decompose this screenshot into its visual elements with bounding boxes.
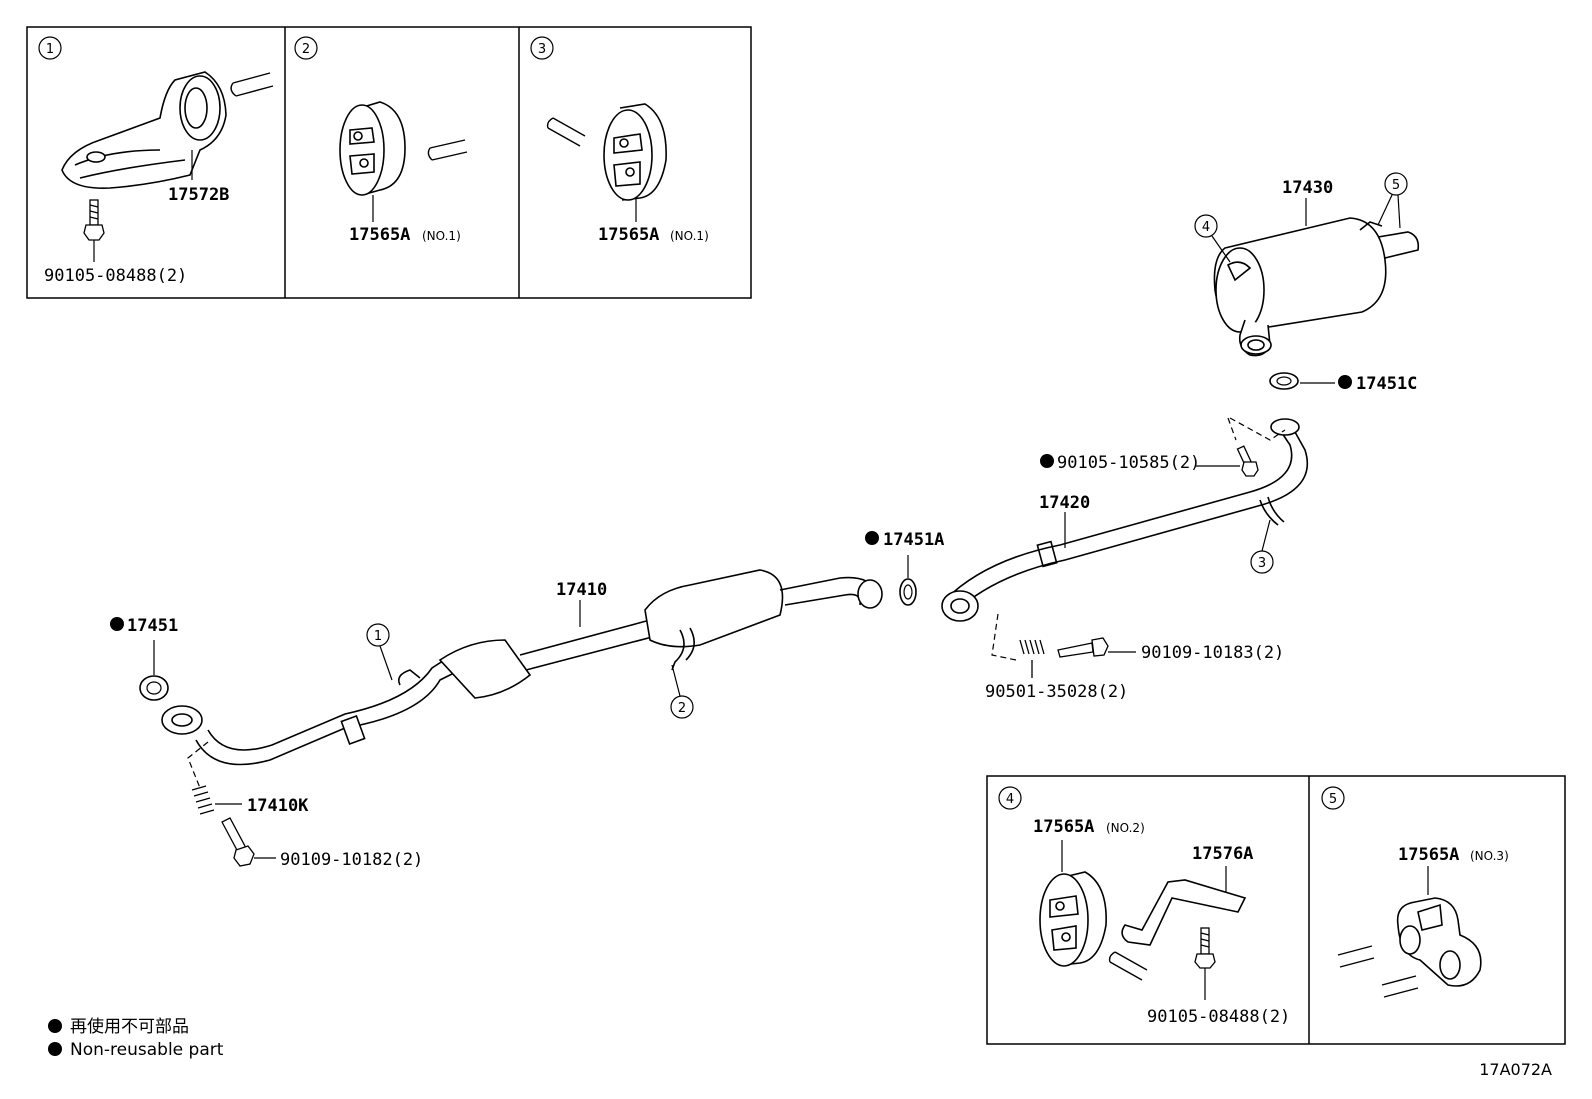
diagram-code: 17A072A	[1479, 1060, 1552, 1079]
part-label-90109-10183: 90109-10183(2)	[1141, 643, 1284, 663]
detail-panel-2: 2 17565A (NO.1)	[294, 36, 468, 245]
hanger-rod-4	[1108, 951, 1148, 981]
gasket-17451: 17451	[110, 616, 178, 701]
part-label-17430: 17430	[1282, 178, 1333, 198]
part-label-17451C: 17451C	[1356, 374, 1417, 394]
bolt-icon	[83, 199, 105, 241]
part-label-17572B: 17572B	[168, 185, 229, 205]
part-label-17565A-no2: 17565A	[1033, 817, 1094, 837]
detail-panel-1: 1 17572B 90105-08488(2)	[38, 36, 274, 286]
non-reusable-dot-icon-3	[865, 531, 879, 545]
part-label-17451: 17451	[127, 616, 178, 636]
part-spec-no3: (NO.3)	[1470, 849, 1509, 863]
legend-en-text: Non-reusable part	[70, 1040, 224, 1060]
callout-3-pipe: 3	[1258, 556, 1266, 571]
part-label-90501-35028: 90501-35028(2)	[985, 682, 1128, 702]
detail-panel-5: 5 17565A (NO.3)	[1321, 786, 1509, 998]
part-label-17410: 17410	[556, 580, 607, 600]
part-label-17565A-no1-b: 17565A	[598, 225, 659, 245]
part-label-90109-10182: 90109-10182(2)	[280, 850, 423, 870]
bolt-90105-10585	[1195, 445, 1259, 477]
rubber-hanger-shape	[339, 101, 406, 196]
bracket-17572B-shape	[61, 71, 227, 189]
bolt-90109-10182	[221, 817, 276, 867]
callout-5-upper: 5	[1392, 178, 1400, 193]
spring-90501-35028	[1019, 639, 1045, 678]
bolt-90109-10183	[1057, 637, 1136, 658]
callout-4-label: 4	[1006, 792, 1014, 807]
non-reusable-dot-icon-legend-2	[48, 1042, 62, 1056]
alignment-dashes	[187, 417, 1286, 789]
rubber-hanger-shape-5	[1396, 897, 1482, 987]
callout-1-pipe: 1	[374, 629, 382, 644]
hanger-rod-3	[546, 117, 586, 147]
part-spec-no1-b: (NO.1)	[670, 229, 709, 243]
callout-3-label: 3	[538, 42, 546, 57]
non-reusable-dot-icon-legend-1	[48, 1019, 62, 1033]
center-pipe-17420	[941, 418, 1309, 622]
rubber-hanger-shape-3	[603, 103, 667, 201]
hanger-rod-5	[1337, 945, 1419, 998]
legend-jp-text: 再使用不可部品	[70, 1017, 189, 1037]
gasket-17451C: 17451C	[1269, 372, 1417, 394]
detail-panels-bottom	[986, 775, 1566, 1045]
callout-4-upper: 4	[1202, 220, 1210, 235]
detail-panel-4: 4 17565A (NO.2) 17576A 90105-08488(2)	[998, 786, 1290, 1027]
hanger-rod-2	[427, 139, 468, 161]
bracket-17576A-shape	[1121, 879, 1247, 946]
muffler-17430: 17430 4 5	[1194, 172, 1420, 357]
part-label-17576A: 17576A	[1192, 844, 1253, 864]
gasket-17451A: 17451A	[865, 530, 944, 606]
non-reusable-dot-icon-2	[1040, 454, 1054, 468]
detail-panel-3: 3 17565A (NO.1)	[530, 36, 709, 245]
part-label-90105-08488-b: 90105-08488(2)	[1147, 1007, 1290, 1027]
part-spec-no1-a: (NO.1)	[422, 229, 461, 243]
part-label-90105-10585: 90105-10585(2)	[1057, 453, 1200, 473]
non-reusable-dot-icon	[1338, 375, 1352, 389]
detail-panels-top	[26, 26, 752, 299]
part-label-17565A-no1-a: 17565A	[349, 225, 410, 245]
front-pipe-17410	[161, 569, 883, 766]
part-label-90105-08488-a: 90105-08488(2)	[44, 266, 187, 286]
part-label-17451A: 17451A	[883, 530, 944, 550]
hanger-rod-1	[230, 72, 274, 97]
rubber-hanger-shape-4	[1039, 871, 1107, 967]
legend-en: Non-reusable part	[48, 1040, 223, 1060]
callout-5-label: 5	[1329, 792, 1337, 807]
callout-2-label: 2	[302, 42, 310, 57]
callout-1-label: 1	[46, 42, 54, 57]
legend-jp: 再使用不可部品	[48, 1012, 189, 1037]
callout-2-pipe: 2	[678, 701, 686, 716]
bolt-icon-4	[1194, 927, 1216, 969]
part-spec-no2: (NO.2)	[1106, 821, 1145, 835]
spring-17410K	[191, 785, 242, 815]
part-label-17565A-no3: 17565A	[1398, 845, 1459, 865]
part-label-17410K: 17410K	[247, 796, 309, 816]
part-label-17420: 17420	[1039, 493, 1090, 513]
non-reusable-dot-icon-4	[110, 617, 124, 631]
